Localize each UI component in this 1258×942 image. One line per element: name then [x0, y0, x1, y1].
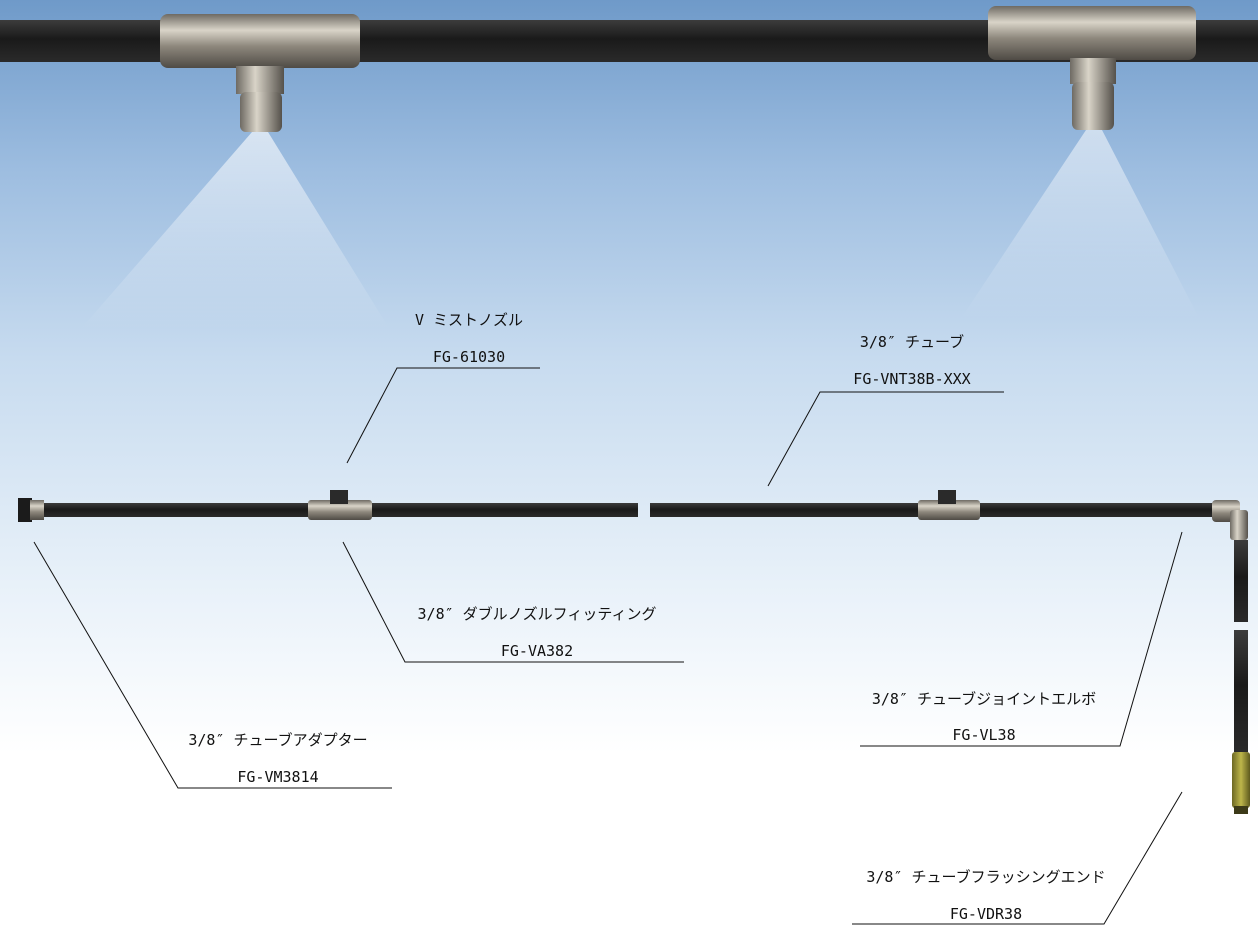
callout-code: FG-VA382 [500, 642, 574, 660]
callout-code: FG-VL38 [952, 726, 1016, 744]
main-assembly [18, 490, 1250, 814]
background-hose [0, 6, 1258, 330]
background-fitting-left [80, 14, 390, 330]
callout-tube-adapter: 3/8″ チューブアダプター FG-VM3814 [166, 730, 390, 787]
callout-tube: 3/8″ チューブ FG-VNT38B-XXX [822, 332, 1002, 389]
callout-label: 3/8″ チューブフラッシングエンド [866, 868, 1106, 886]
callout-code: FG-VM3814 [237, 768, 319, 786]
callout-label: 3/8″ チューブ [859, 333, 965, 351]
tube-flushing-end-part [1232, 752, 1250, 808]
callout-label: 3/8″ ダブルノズルフィッティング [417, 605, 657, 623]
callout-label: V ミストノズル [414, 311, 524, 329]
callout-code: FG-VDR38 [949, 905, 1023, 923]
callout-label: 3/8″ チューブアダプター [188, 731, 368, 749]
tube-adapter-part [18, 498, 32, 522]
callout-v-mist-nozzle: V ミストノズル FG-61030 [402, 310, 536, 367]
callout-code: FG-61030 [432, 348, 506, 366]
callout-code: FG-VNT38B-XXX [853, 370, 971, 388]
leader-lines [33, 367, 1183, 925]
double-nozzle-fitting-part [308, 500, 372, 520]
callout-double-nozzle-fitting: 3/8″ ダブルノズルフィッティング FG-VA382 [392, 604, 682, 661]
callout-tube-joint-elbow: 3/8″ チューブジョイントエルボ FG-VL38 [858, 689, 1110, 745]
background-fitting-right [960, 6, 1200, 320]
callout-label: 3/8″ チューブジョイントエルボ [871, 690, 1097, 708]
callout-tube-flushing-end: 3/8″ チューブフラッシングエンド FG-VDR38 [846, 867, 1126, 924]
